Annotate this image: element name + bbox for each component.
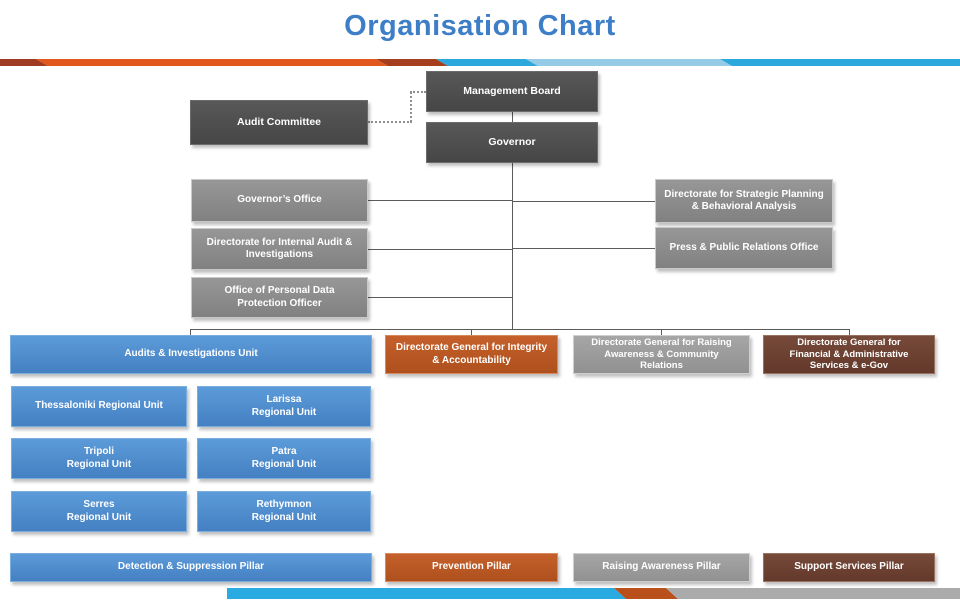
connector-distribution-line [190,329,850,330]
page-title: Organisation Chart [344,10,616,42]
node-dg-integrity: Directorate General for Integrity & Acco… [385,335,558,374]
connector-board-governor [512,112,513,122]
node-management-board: Management Board [426,71,598,112]
node-ru-tripoli: Tripoli Regional Unit [11,438,187,479]
node-dg-raising: Directorate General for Raising Awarenes… [573,335,750,374]
node-ru-serres: Serres Regional Unit [11,491,187,532]
dotted-connector-audit-h2 [410,91,426,93]
node-pillar-detection: Detection & Suppression Pillar [10,553,372,582]
footer-divider-bar [227,588,960,599]
connector-tick-integrity [471,329,472,335]
node-internal-audit: Directorate for Internal Audit & Investi… [191,228,368,270]
title-divider-bar [0,59,960,66]
node-pillar-raising: Raising Awareness Pillar [573,553,750,582]
node-governor: Governor [426,122,598,163]
connector-governor-trunk [512,163,513,329]
dotted-connector-audit-h1 [368,121,412,123]
connector-tick-financial [849,329,850,335]
connector-tick-raising [661,329,662,335]
node-audits-unit: Audits & Investigations Unit [10,335,372,374]
node-governors-office: Governor’s Office [191,179,368,222]
node-press-office: Press & Public Relations Office [655,227,833,269]
connector-personal-data [368,297,512,298]
node-pillar-prevention: Prevention Pillar [385,553,558,582]
node-ru-rethymnon: Rethymnon Regional Unit [197,491,371,532]
connector-internal-audit [368,249,512,250]
node-ru-larissa: Larissa Regional Unit [197,386,371,427]
node-ru-thessaloniki: Thessaloniki Regional Unit [11,386,187,427]
node-ru-patra: Patra Regional Unit [197,438,371,479]
node-audit-committee: Audit Committee [190,100,368,145]
node-dg-financial: Directorate General for Financial & Admi… [763,335,935,374]
connector-governors-office [368,200,512,201]
dotted-connector-audit-v [410,92,412,122]
connector-press-office [512,248,655,249]
connector-tick-audits [190,329,191,335]
node-strategic-planning: Directorate for Strategic Planning & Beh… [655,179,833,223]
connector-strategic-planning [512,201,655,202]
node-pillar-support: Support Services Pillar [763,553,935,582]
node-personal-data: Office of Personal Data Protection Offic… [191,277,368,318]
